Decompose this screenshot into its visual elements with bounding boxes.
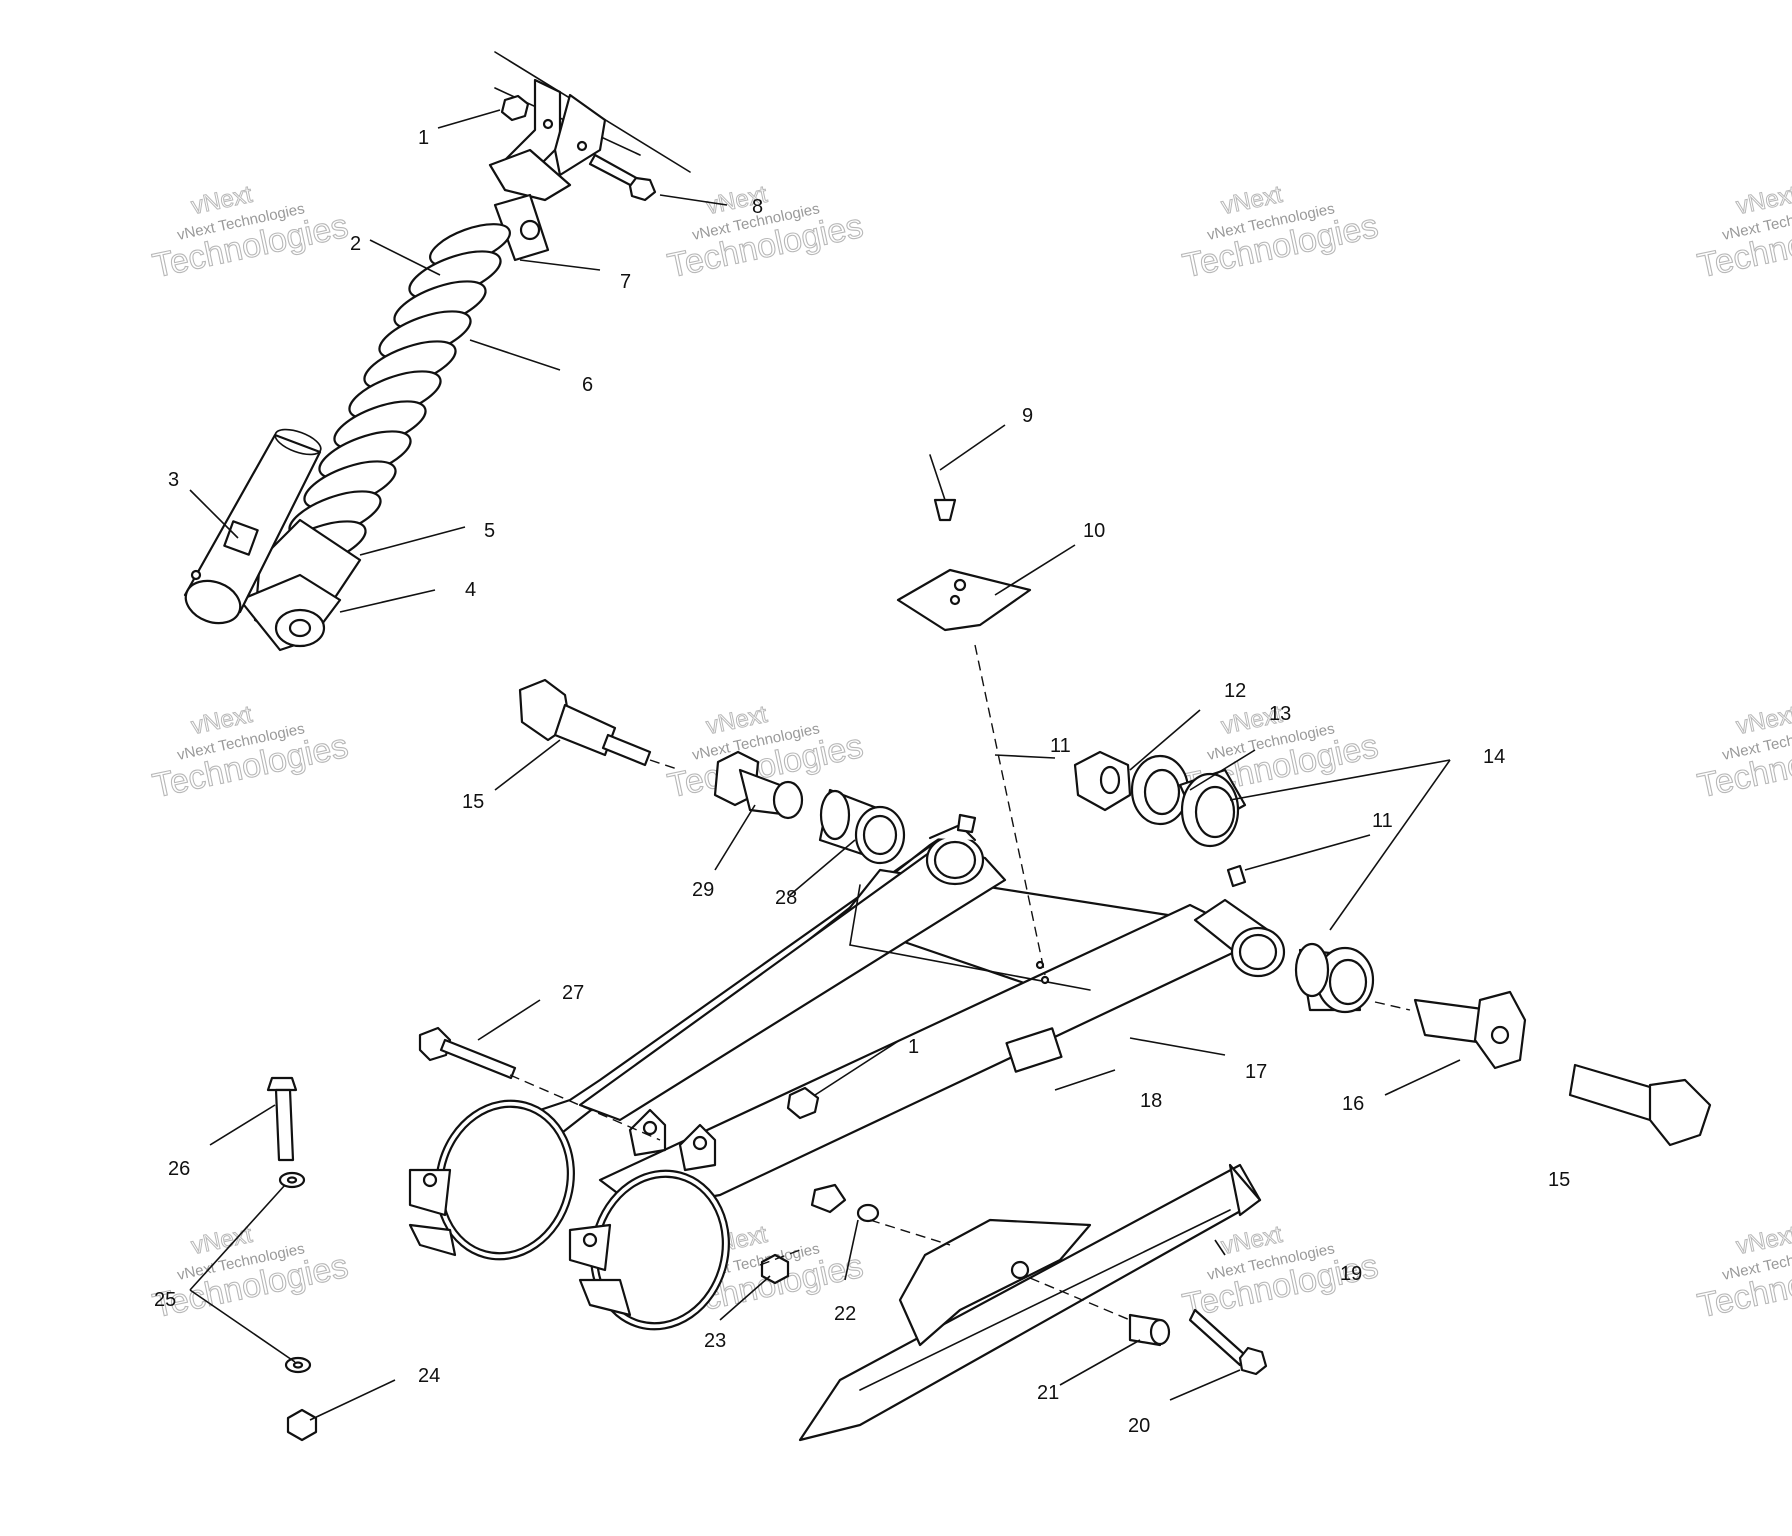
watermark-3: vNext vNext Technologies Technologies bbox=[1179, 180, 1382, 285]
callout-3: 3 bbox=[168, 469, 179, 491]
watermark-5: vNext vNext Technologies Technologies bbox=[149, 700, 352, 805]
bushing-28 bbox=[818, 788, 906, 865]
callout-18: 18 bbox=[1140, 1090, 1162, 1112]
callout-12: 12 bbox=[1224, 680, 1246, 702]
watermark-12: vNext vNext Technologies Technologies bbox=[1694, 1220, 1792, 1325]
callout-1-top: 1 bbox=[418, 127, 429, 149]
bolt-8 bbox=[588, 153, 657, 202]
clamp-right bbox=[568, 1169, 730, 1331]
shock-upper-eye bbox=[493, 193, 550, 262]
callout-21: 21 bbox=[1037, 1382, 1059, 1404]
grease-fitting-11a bbox=[956, 813, 977, 834]
reservoir bbox=[183, 428, 322, 625]
callout-1-middle: 1 bbox=[908, 1036, 919, 1058]
callout-11-right: 11 bbox=[1372, 810, 1393, 832]
leader-lines bbox=[189, 109, 1461, 1421]
callout-22: 22 bbox=[834, 1303, 856, 1325]
callout-2: 2 bbox=[350, 233, 361, 255]
bushing-29 bbox=[738, 768, 804, 820]
washer-13 bbox=[1130, 754, 1190, 826]
callout-23: 23 bbox=[704, 1330, 726, 1352]
bushing-14-bottom bbox=[1294, 942, 1375, 1014]
watermark-4: vNext vNext Technologies Technologies bbox=[1694, 180, 1792, 285]
bolt-27 bbox=[418, 1026, 517, 1080]
callout-20: 20 bbox=[1128, 1415, 1150, 1437]
shock-body bbox=[238, 518, 362, 652]
callout-17: 17 bbox=[1245, 1061, 1267, 1083]
upper-mount-bracket bbox=[488, 51, 691, 202]
callout-16: 16 bbox=[1342, 1093, 1364, 1115]
spacer-21 bbox=[1128, 1313, 1171, 1347]
nut-24 bbox=[286, 1408, 318, 1442]
callout-9: 9 bbox=[1022, 405, 1033, 427]
watermark-2: vNext vNext Technologies Technologies bbox=[664, 180, 867, 285]
nut-1-top bbox=[500, 94, 530, 122]
callout-10: 10 bbox=[1083, 520, 1105, 542]
slide-rail-19 bbox=[798, 1163, 1262, 1442]
callout-5: 5 bbox=[484, 520, 495, 542]
bolt-26 bbox=[266, 1076, 298, 1162]
bushing-14-top bbox=[1178, 768, 1247, 848]
callout-6: 6 bbox=[582, 374, 593, 396]
clamp-left bbox=[408, 1099, 575, 1261]
callout-27: 27 bbox=[562, 982, 584, 1004]
bracket-tabs bbox=[628, 1108, 717, 1172]
pivot-bolt-16 bbox=[1413, 990, 1527, 1070]
callout-4: 4 bbox=[465, 579, 476, 601]
callout-25: 25 bbox=[154, 1289, 176, 1311]
watermark-1: vNext vNext Technologies Technologies bbox=[149, 180, 352, 285]
callout-15-left: 15 bbox=[462, 791, 484, 813]
watermark-8: vNext vNext Technologies Technologies bbox=[1694, 700, 1792, 805]
callout-14: 14 bbox=[1483, 746, 1505, 768]
pivot-tube-right bbox=[1193, 898, 1286, 978]
bolt-20 bbox=[1188, 1308, 1268, 1376]
clip-22 bbox=[810, 1183, 880, 1223]
callout-19: 19 bbox=[1340, 1263, 1362, 1285]
pivot-tube-left bbox=[925, 823, 985, 886]
callout-labels: 1 8 2 7 6 3 5 4 9 10 11 12 13 14 11 15 2… bbox=[154, 127, 1570, 1437]
alignment-lines bbox=[509, 644, 1411, 1321]
nut-1-middle bbox=[786, 1086, 820, 1120]
callout-13: 13 bbox=[1269, 703, 1291, 725]
callout-28: 28 bbox=[775, 887, 797, 909]
callout-24: 24 bbox=[418, 1365, 440, 1387]
pin-9 bbox=[929, 454, 957, 522]
callout-29: 29 bbox=[692, 879, 714, 901]
callout-7: 7 bbox=[620, 271, 631, 293]
pivot-bolt-15-right bbox=[1568, 1063, 1712, 1147]
washer-25-top bbox=[278, 1171, 306, 1189]
callout-11-left: 11 bbox=[1050, 735, 1071, 757]
callout-8: 8 bbox=[752, 196, 763, 218]
pivot-bolt-15-left bbox=[518, 678, 652, 767]
callout-15-right: 15 bbox=[1548, 1169, 1570, 1191]
callout-26: 26 bbox=[168, 1158, 190, 1180]
decal-18 bbox=[1005, 1027, 1063, 1073]
grease-fitting-11b bbox=[1226, 864, 1247, 888]
nut-12 bbox=[1073, 750, 1132, 812]
plate-10 bbox=[896, 568, 1032, 632]
washer-24 bbox=[284, 1356, 312, 1374]
